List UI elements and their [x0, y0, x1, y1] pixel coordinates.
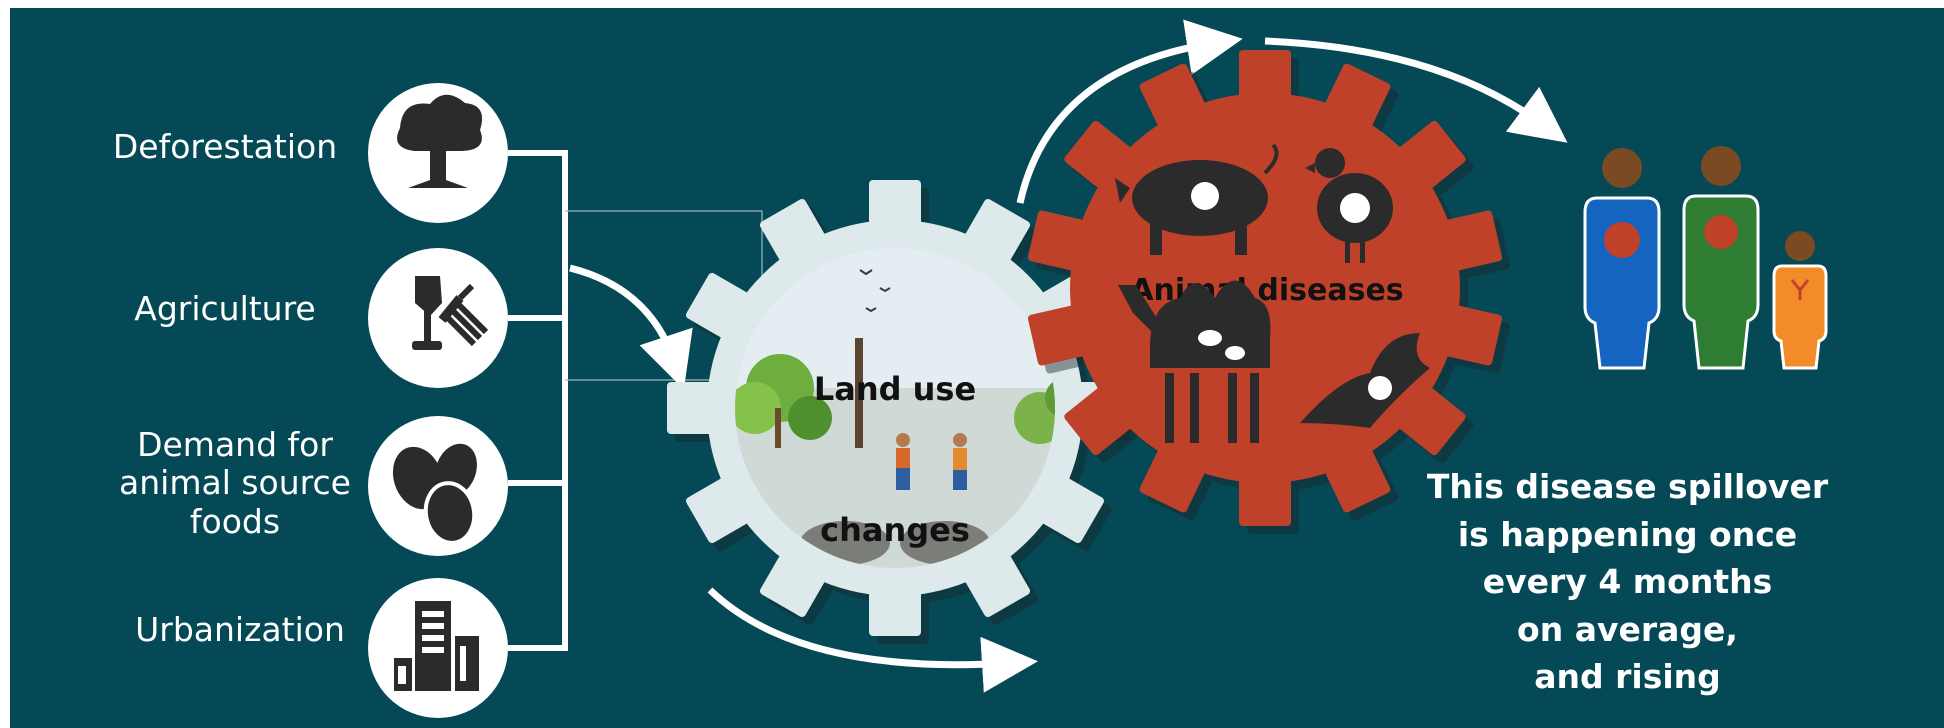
arrow-bottom — [707, 587, 1038, 693]
driver-label-urbanization: Urbanization — [135, 610, 345, 649]
land-use-gear: Land use changes — [667, 180, 1131, 644]
spillover-line5: and rising — [1534, 657, 1721, 697]
driver-label-agriculture: Agriculture — [134, 289, 316, 328]
buildings-icon — [368, 578, 508, 718]
driver-label-deforestation: Deforestation — [112, 127, 338, 166]
driver-label-demand-line1: Demand for — [137, 425, 333, 464]
diagram-canvas: Land use changes Animal diseases — [10, 8, 1944, 728]
spillover-line3: every 4 months — [1482, 562, 1773, 602]
spillover-statement: This disease spillover is happening once… — [1415, 463, 1840, 701]
person-green-icon — [1682, 146, 1760, 370]
land-use-label-line2: changes — [820, 511, 970, 549]
workers-icon — [896, 433, 967, 490]
people-group — [1583, 146, 1828, 370]
camel-icon — [1118, 280, 1271, 443]
arrow-top-right — [1264, 37, 1568, 143]
spillover-line2: is happening once — [1457, 514, 1798, 554]
driver-bracket — [508, 150, 568, 651]
tree-icon — [368, 83, 508, 223]
driver-label-demand-line3: foods — [189, 501, 281, 541]
chicken-icon — [1305, 148, 1393, 263]
shovel-fork-icon — [368, 248, 508, 388]
spillover-line1: This disease spillover — [1426, 467, 1829, 506]
bat-icon — [1300, 333, 1430, 428]
eggs-icon — [368, 416, 508, 556]
animal-diseases-gear: Animal diseases — [1027, 50, 1511, 534]
driver-label-demand-animal-foods: Demand for animal source foods — [105, 425, 365, 541]
spillover-line4: on average, — [1517, 609, 1738, 649]
driver-icons — [368, 83, 508, 718]
arrow-to-land-use — [569, 264, 693, 390]
arrow-top-left — [1016, 19, 1243, 204]
driver-label-demand-line2: animal source — [119, 463, 351, 503]
pig-icon — [1115, 143, 1279, 255]
child-orange-icon — [1772, 231, 1828, 370]
land-use-label-line1: Land use — [814, 370, 976, 408]
person-blue-icon — [1583, 148, 1661, 370]
